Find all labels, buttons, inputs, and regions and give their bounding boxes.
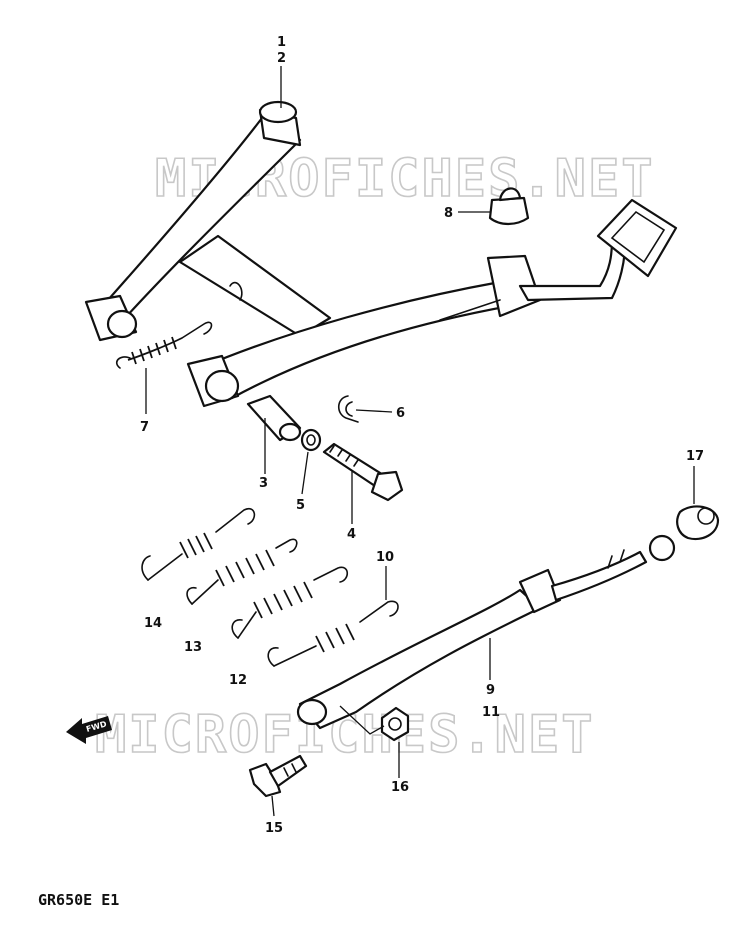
leader-bolt-sidestand — [339, 705, 385, 735]
callout-2: 2 — [277, 51, 286, 66]
callout-1: 1 — [277, 35, 286, 50]
center-stand — [84, 100, 678, 408]
callout-16: 16 — [391, 780, 409, 795]
fwd-arrow-icon: FWD — [66, 716, 112, 744]
callout-4: 4 — [347, 527, 356, 542]
model-code: GR650E E1 — [38, 891, 119, 909]
callout-11: 11 — [482, 705, 500, 720]
spring-14 — [141, 507, 256, 581]
spring-12 — [231, 566, 349, 639]
spring-10 — [267, 600, 399, 667]
leader-6 — [355, 409, 393, 413]
washer — [300, 428, 322, 452]
side-stand — [296, 534, 676, 730]
callout-17: 17 — [686, 449, 704, 464]
leader-5 — [301, 451, 309, 495]
callout-14: 14 — [144, 616, 162, 631]
pivot-spring — [115, 321, 213, 369]
rubber-cap — [676, 505, 720, 541]
cotter-pin — [337, 395, 359, 423]
callout-6: 6 — [396, 406, 405, 421]
callout-9: 9 — [486, 683, 495, 698]
bolt — [322, 442, 404, 502]
callout-15: 15 — [265, 821, 283, 836]
callout-10: 10 — [376, 550, 394, 565]
rubber-stopper — [488, 187, 530, 226]
callout-8: 8 — [444, 206, 453, 221]
callout-12: 12 — [229, 673, 247, 688]
callout-13: 13 — [184, 640, 202, 655]
callout-5: 5 — [296, 498, 305, 513]
leader-15 — [271, 795, 275, 817]
callout-3: 3 — [259, 476, 268, 491]
nut — [380, 706, 410, 742]
pivot-bolt — [248, 754, 308, 798]
spring-13 — [186, 538, 298, 605]
callout-7: 7 — [140, 420, 149, 435]
